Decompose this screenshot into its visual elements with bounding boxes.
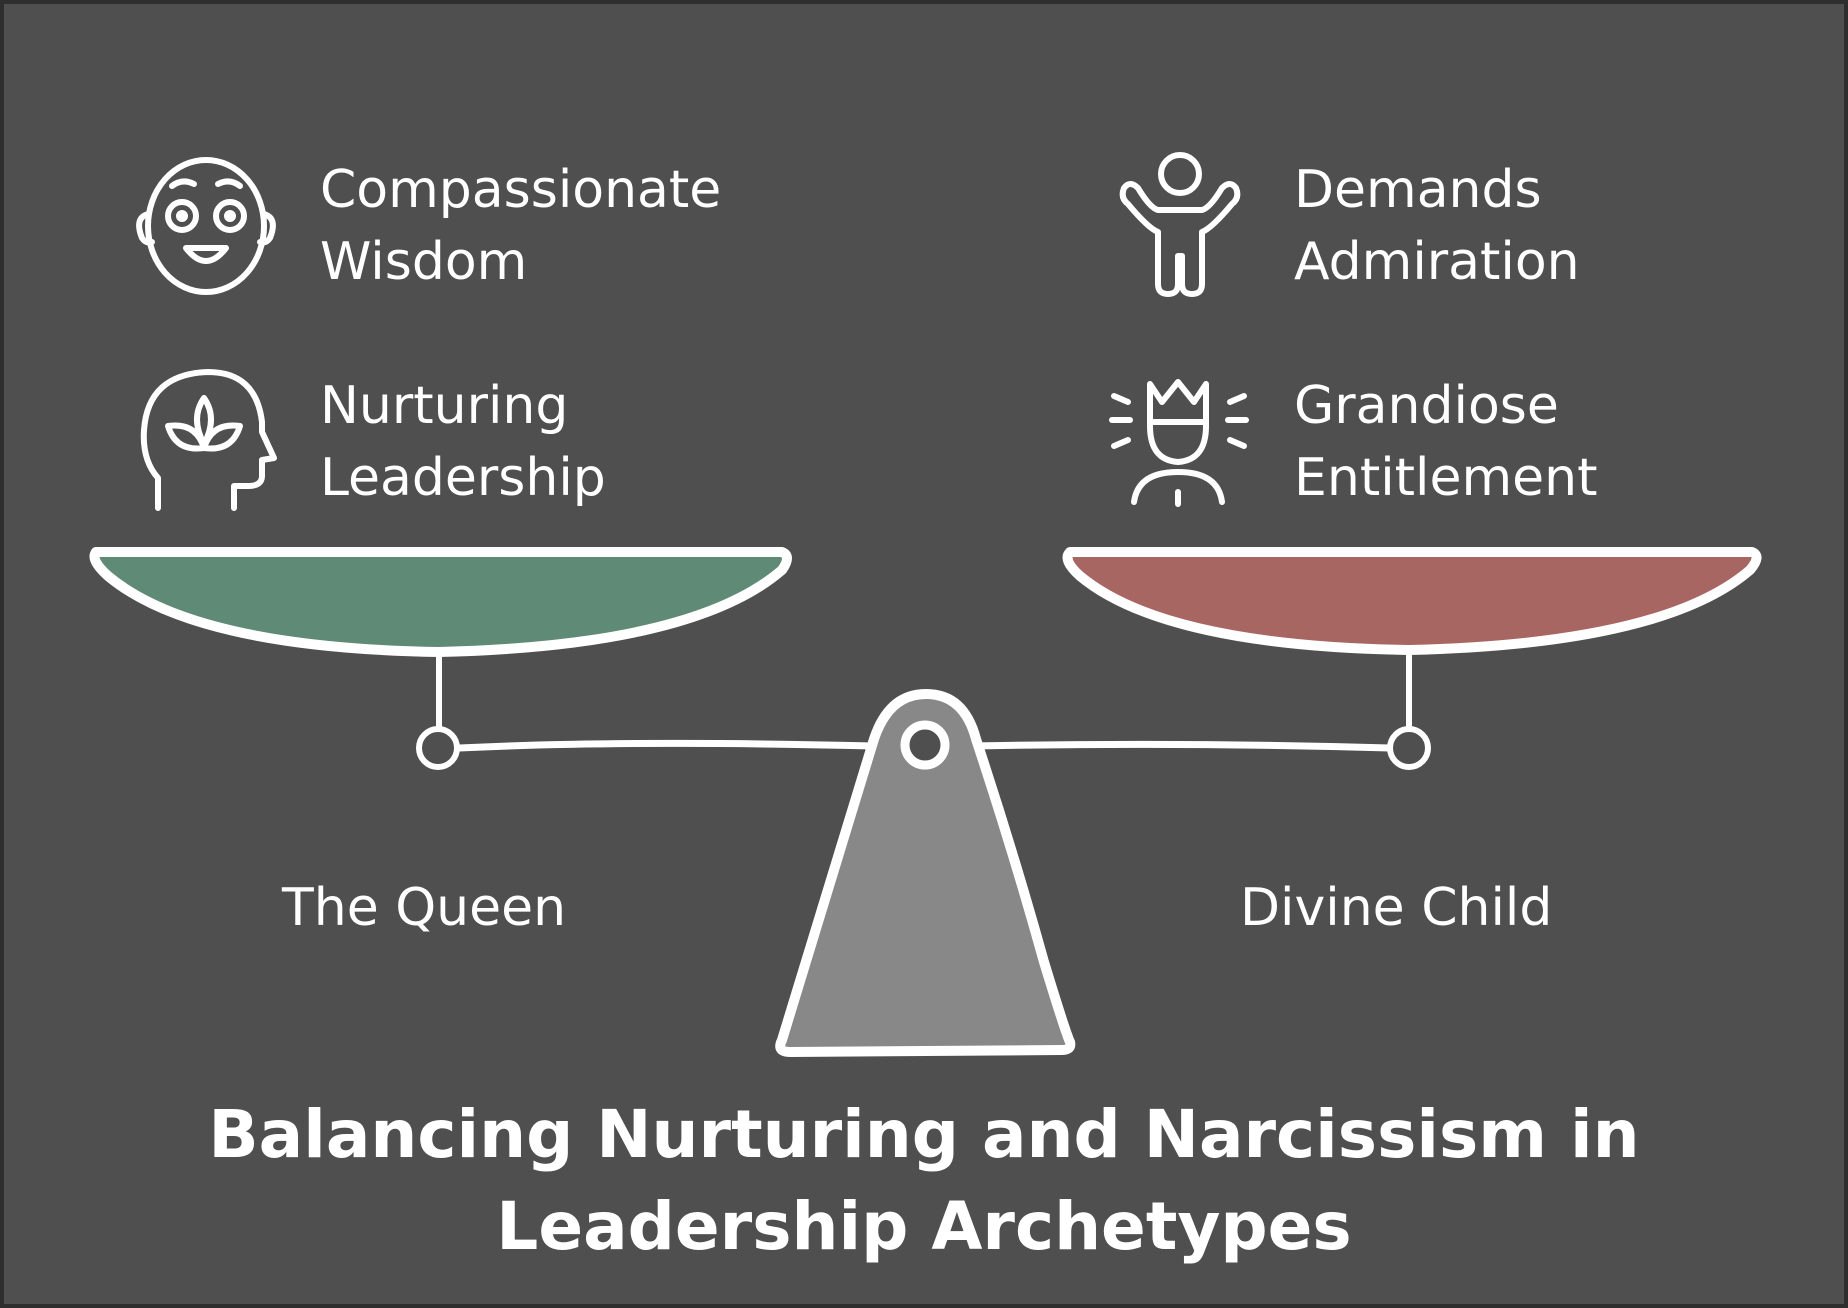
trait-line: Leadership [320, 448, 606, 508]
trait-line: Compassionate [320, 160, 722, 220]
trait-line: Entitlement [1294, 448, 1598, 508]
pivot-ring [900, 720, 950, 770]
trait-compassionate-wisdom: Compassionate Wisdom [320, 154, 721, 298]
trait-line: Nurturing [320, 376, 569, 436]
trait-grandiose-entitlement: Grandiose Entitlement [1294, 370, 1597, 514]
trait-demands-admiration: Demands Admiration [1294, 154, 1580, 298]
trait-nurturing-leadership: Nurturing Leadership [320, 370, 606, 514]
right-pan [1062, 547, 1762, 655]
lotus-head-icon [140, 369, 277, 511]
trait-line: Demands [1294, 160, 1542, 220]
diagram-title: Balancing Nurturing and Narcissism in Le… [4, 1089, 1844, 1273]
fulcrum [775, 689, 1076, 1057]
beam [455, 739, 1394, 752]
diagram-canvas: Compassionate Wisdom Nurturing Leadershi… [4, 4, 1844, 1304]
right-beam-ring [1387, 726, 1431, 770]
crowned-person-icon [1109, 379, 1249, 507]
trait-line: Grandiose [1294, 376, 1559, 436]
archetype-the-queen: The Queen [282, 878, 567, 938]
balance-scale [89, 547, 1762, 1057]
trait-line: Wisdom [320, 232, 528, 292]
face-icon [136, 157, 276, 295]
left-pan [89, 547, 792, 657]
title-line-2: Leadership Archetypes [496, 1188, 1352, 1265]
trait-line: Admiration [1294, 232, 1580, 292]
archetype-divine-child: Divine Child [1240, 878, 1553, 938]
left-beam-ring [416, 726, 460, 770]
title-line-1: Balancing Nurturing and Narcissism in [208, 1096, 1640, 1173]
child-figure-icon [1119, 152, 1241, 297]
